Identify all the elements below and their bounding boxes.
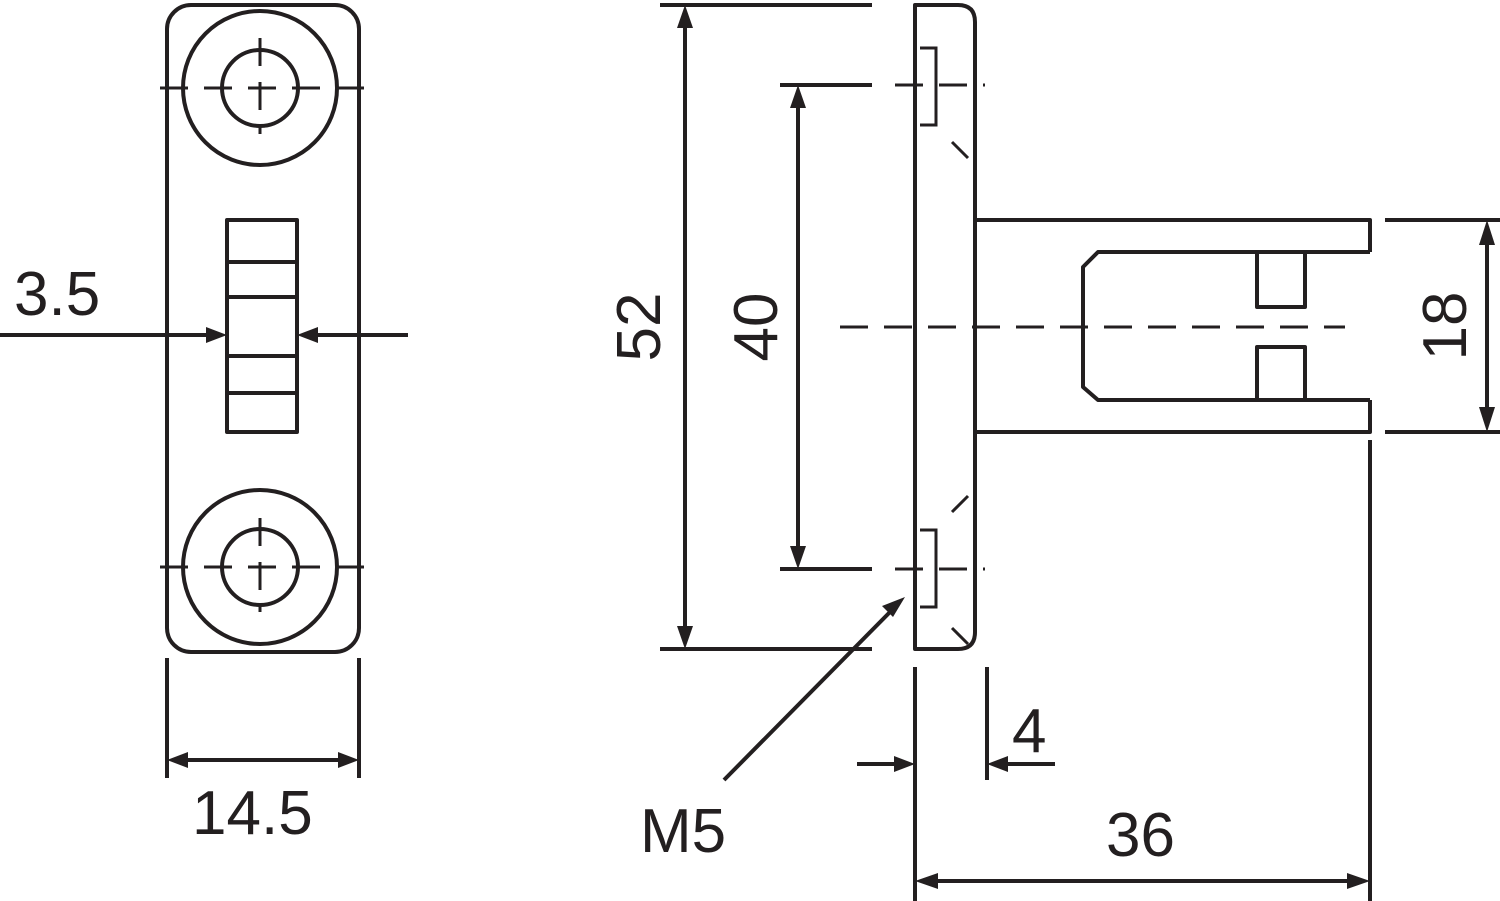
dim-height-label: 52 xyxy=(605,293,674,362)
dim-thickness-label: 4 xyxy=(1012,697,1046,766)
dim-plate-width-arrow-left xyxy=(167,752,188,768)
dim-height-arrow-bottom xyxy=(677,626,693,649)
thread-leader-line xyxy=(722,610,892,782)
side-view: 52 40 M5 4 36 18 xyxy=(605,3,1500,901)
tongue-slot xyxy=(1081,250,1370,402)
dim-tongue-width-label: 18 xyxy=(1411,292,1480,361)
side-plate-outline xyxy=(913,3,977,651)
dim-thickness-arrow-right xyxy=(987,756,1008,772)
front-slot xyxy=(225,218,299,434)
chamfer-top xyxy=(950,140,970,160)
dim-slot-width-arrow-right xyxy=(297,327,318,343)
dim-depth-arrow-left xyxy=(915,873,938,889)
dim-depth-arrow-right xyxy=(1347,873,1370,889)
dim-thickness-arrow-left xyxy=(894,756,915,772)
chamfer-bottom xyxy=(950,494,970,514)
thread-hidden-bottom xyxy=(920,528,938,609)
dim-tongue-width-arrow-top xyxy=(1479,220,1495,245)
dim-hole-spacing-arrow-bottom xyxy=(790,546,806,569)
thread-hidden-top xyxy=(920,46,938,127)
thread-leader-arrow xyxy=(882,597,905,617)
front-plate-outline xyxy=(165,3,361,654)
dim-slot-width-label: 3.5 xyxy=(14,260,100,329)
dim-hole-spacing-arrow-top xyxy=(790,85,806,108)
chamfer-bottom-2 xyxy=(950,626,970,646)
tongue-outline xyxy=(975,218,1372,434)
dim-plate-width-arrow-right xyxy=(338,752,359,768)
thread-label: M5 xyxy=(640,797,726,866)
dim-tongue-width-arrow-bottom xyxy=(1479,407,1495,432)
tongue-notch-upper xyxy=(1255,252,1307,309)
dim-hole-spacing-label: 40 xyxy=(722,293,791,362)
dim-plate-width-label: 14.5 xyxy=(192,779,313,848)
dim-slot-width-arrow-left xyxy=(206,327,227,343)
dim-depth-label: 36 xyxy=(1106,801,1175,870)
tongue-notch-lower xyxy=(1255,345,1307,400)
front-view: 3.5 14.5 xyxy=(0,3,408,848)
dim-height-arrow-top xyxy=(677,5,693,28)
